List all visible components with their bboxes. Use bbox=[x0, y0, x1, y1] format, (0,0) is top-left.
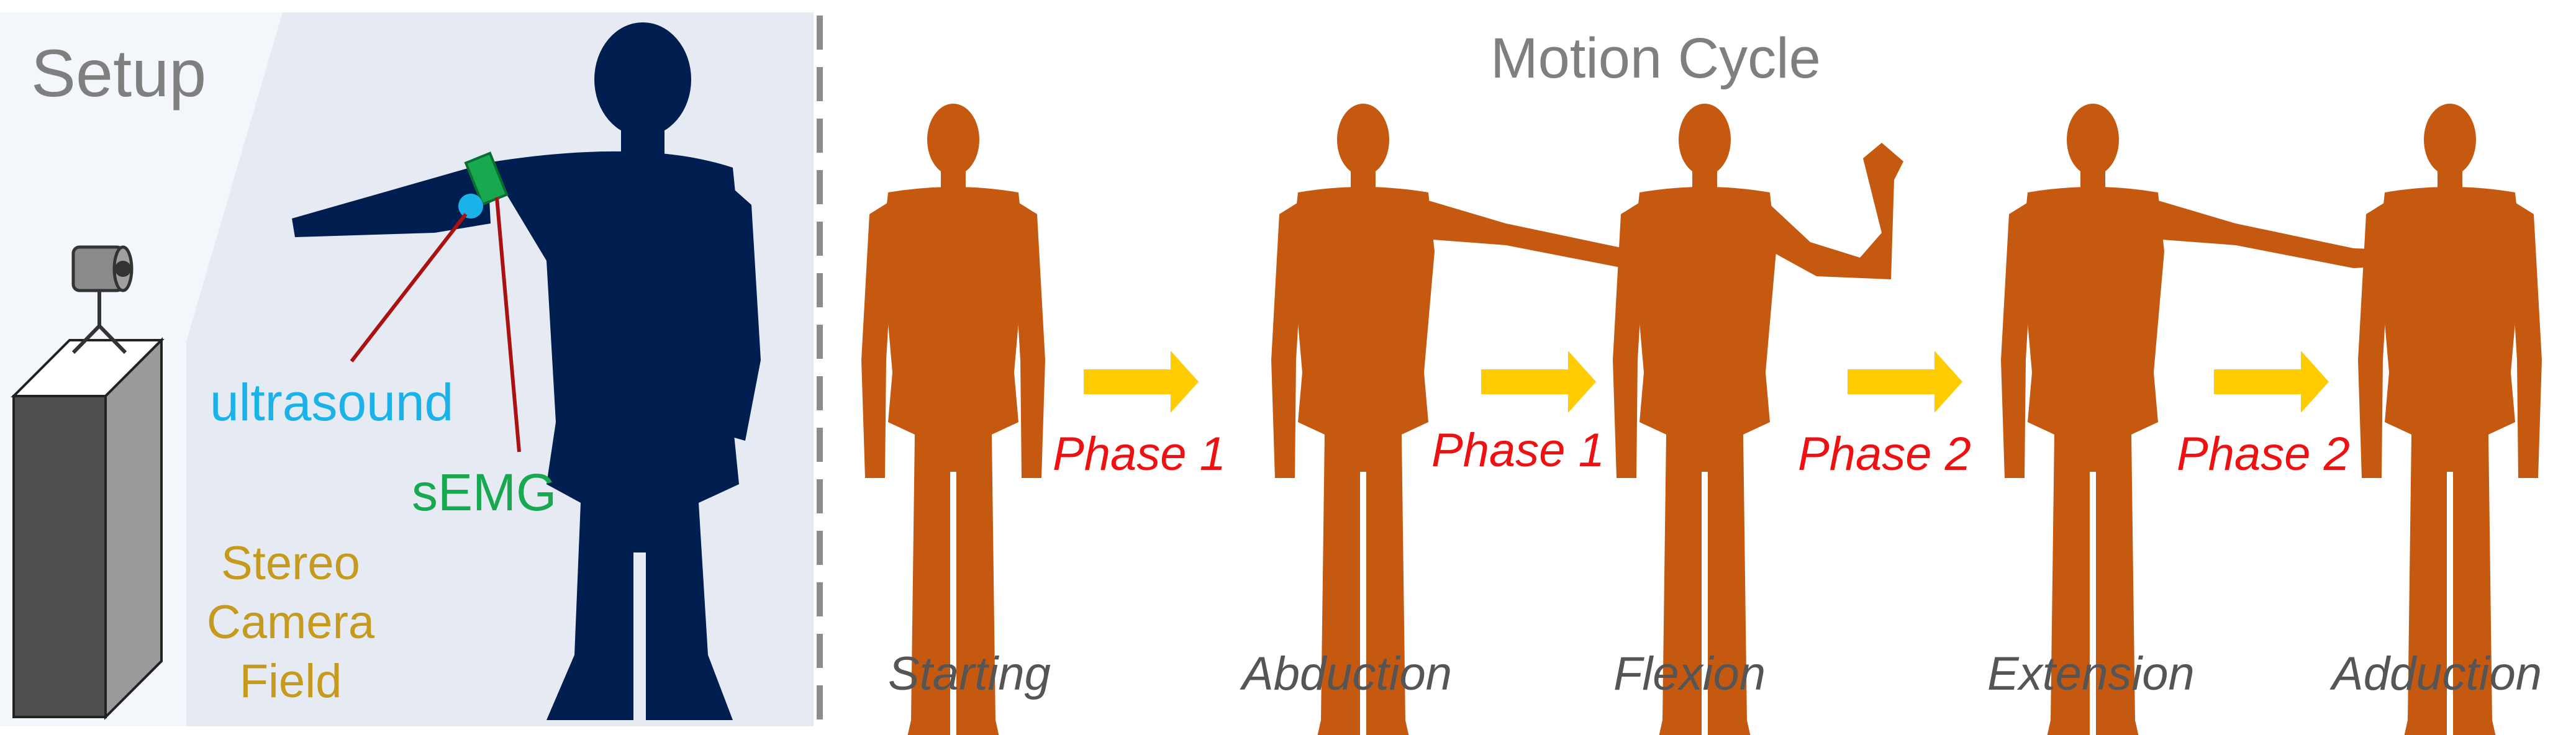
motion-cycle-title: Motion Cycle bbox=[1490, 27, 1821, 90]
figure-extension bbox=[2001, 104, 2392, 735]
semg-sensor bbox=[464, 151, 509, 206]
figure-starting bbox=[861, 104, 1045, 735]
figure-adduction bbox=[2358, 104, 2542, 735]
phase-label-2: Phase 1 bbox=[1431, 424, 1605, 477]
stereo-camera-icon bbox=[71, 245, 134, 354]
ultrasound-pointer-line bbox=[350, 213, 468, 363]
camera-label-line-1: Stereo bbox=[221, 537, 360, 590]
setup-title: Setup bbox=[31, 35, 207, 110]
transition-arrow-4 bbox=[2214, 351, 2329, 413]
transition-arrow-1 bbox=[1084, 351, 1199, 413]
phase-label-1: Phase 1 bbox=[1053, 428, 1226, 480]
camera-pedestal bbox=[11, 337, 165, 720]
camera-label-line-3: Field bbox=[239, 655, 342, 708]
figure-abduction bbox=[1271, 104, 1662, 735]
figure-flexion bbox=[1613, 104, 1903, 735]
subject-silhouette bbox=[292, 22, 761, 720]
semg-pointer-line bbox=[495, 197, 521, 453]
pose-label-adduction: Adduction bbox=[2332, 647, 2542, 700]
pose-label-extension: Extension bbox=[1987, 647, 2195, 700]
pose-label-flexion: Flexion bbox=[1613, 647, 1766, 700]
camera-label-line-2: Camera bbox=[206, 596, 375, 649]
pose-label-abduction: Abduction bbox=[1242, 647, 1453, 700]
transition-arrow-2 bbox=[1481, 351, 1596, 413]
semg-label: sEMG bbox=[412, 463, 557, 521]
phase-label-4: Phase 2 bbox=[2177, 428, 2350, 480]
ultrasound-label: ultrasound bbox=[210, 373, 454, 431]
ultrasound-probe bbox=[458, 194, 483, 219]
transition-arrow-3 bbox=[1848, 351, 1962, 413]
phase-label-3: Phase 2 bbox=[1798, 428, 1971, 480]
pose-label-starting: Starting bbox=[888, 647, 1051, 700]
